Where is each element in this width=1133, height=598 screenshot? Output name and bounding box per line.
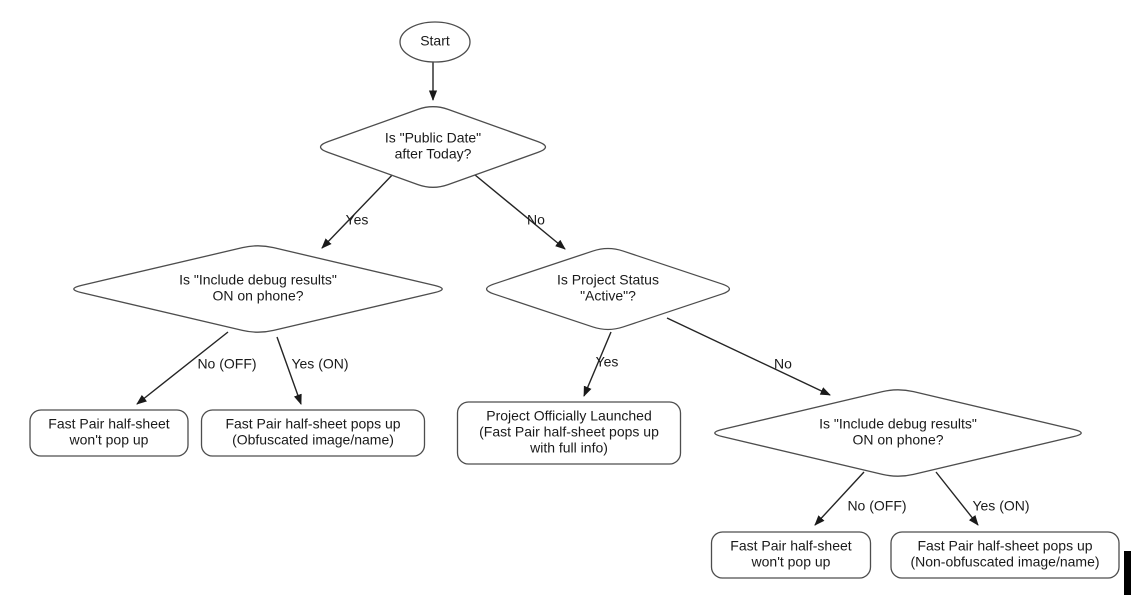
node-label-line: Fast Pair half-sheet pops up [225,416,400,432]
edge-label-public-date-no: No [527,212,545,228]
edge-label-debug-left-yes-on: Yes (ON) [291,356,348,372]
edge-project-status-yes: Yes [583,331,619,397]
node-label-line: Is "Include debug results" [179,272,337,288]
node-decision-debug-right: Is "Include debug results"ON on phone? [714,389,1082,477]
node-start: Start [399,21,471,63]
node-label-line: Start [420,33,450,49]
node-label-line: Fast Pair half-sheet [730,538,851,554]
node-label-line: (Fast Pair half-sheet pops up [479,424,659,440]
rounded-rect-shape [200,409,426,457]
text-cursor-artifact [1124,551,1131,595]
edge-label-project-status-no: No [774,356,792,372]
edge-debug-right-no-off: No (OFF) [814,471,907,526]
extras-layer [1124,551,1131,595]
node-label-line: won't pop up [69,432,149,448]
node-label-line: Is Project Status [557,272,659,288]
edge-label-debug-left-no-off: No (OFF) [197,356,256,372]
node-label-line: Fast Pair half-sheet [48,416,169,432]
edge-label-public-date-yes: Yes [346,212,369,228]
rounded-rect-shape [710,531,872,579]
node-label-line: won't pop up [751,554,831,570]
node-result-launched: Project Officially Launched(Fast Pair ha… [456,401,682,465]
node-decision-debug-left: Is "Include debug results"ON on phone? [73,245,443,333]
rounded-rect-shape [456,401,682,465]
edge-line-debug-left-yes-on [276,336,302,405]
edge-line-public-date-no [468,169,566,250]
edge-line-debug-right-no-off [814,471,865,526]
edge-public-date-no: No [468,169,566,250]
edge-label-debug-right-yes-on: Yes (ON) [972,498,1029,514]
edge-debug-left-no-off: No (OFF) [136,331,257,405]
node-label-line: Is "Public Date" [385,130,481,146]
node-label-line: (Obfuscated image/name) [232,432,394,448]
diamond-shape [319,106,547,188]
node-result-non-obfuscated: Fast Pair half-sheet pops up(Non-obfusca… [890,531,1120,579]
node-result-obfuscated: Fast Pair half-sheet pops up(Obfuscated … [200,409,426,457]
node-decision-public-date: Is "Public Date"after Today? [319,106,547,188]
edge-line-project-status-no [666,317,831,396]
node-label-line: Project Officially Launched [486,408,652,424]
edge-label-debug-right-no-off: No (OFF) [847,498,906,514]
node-label-line: with full info) [529,440,608,456]
ellipse-shape [399,21,471,63]
node-label-line: Fast Pair half-sheet pops up [917,538,1092,554]
diamond-shape [485,247,731,331]
nodes-layer: Start Is "Public Date"after Today? Is "Inc… [29,21,1120,579]
edge-debug-left-yes-on: Yes (ON) [276,336,349,405]
rounded-rect-shape [890,531,1120,579]
node-label-line: Is "Include debug results" [819,416,977,432]
edge-public-date-yes: Yes [321,169,398,249]
edge-line-public-date-yes [321,169,398,249]
rounded-rect-shape [29,409,189,457]
diamond-shape [714,389,1082,477]
node-label-line: (Non-obfuscated image/name) [910,554,1099,570]
node-label-line: ON on phone? [212,288,303,304]
node-label-line: after Today? [395,146,472,162]
node-label-line: "Active"? [580,288,636,304]
diamond-shape [73,245,443,333]
edge-project-status-no: No [666,317,831,396]
node-label-line: ON on phone? [852,432,943,448]
edge-line-project-status-yes [583,331,612,397]
edge-label-project-status-yes: Yes [596,354,619,370]
node-decision-project-status: Is Project Status"Active"? [485,247,731,331]
edge-debug-right-yes-on: Yes (ON) [935,471,1030,526]
edge-line-debug-left-no-off [136,331,229,405]
edge-line-debug-right-yes-on [935,471,979,526]
